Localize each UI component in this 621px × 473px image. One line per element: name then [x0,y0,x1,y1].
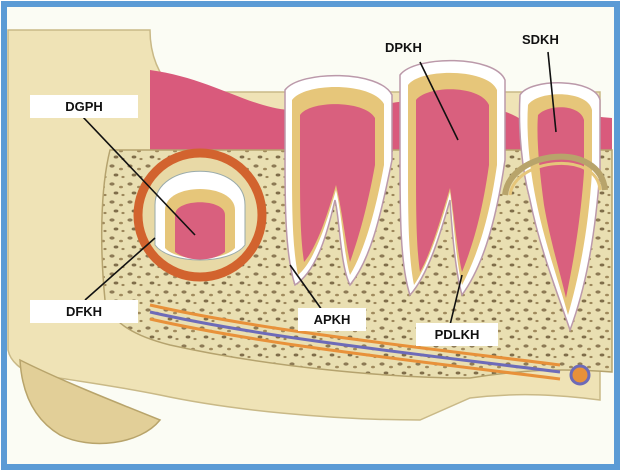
label-dpkh: DPKH [385,41,422,54]
developing-tooth [138,153,262,277]
label-sdkh: SDKH [522,33,559,46]
label-dgph: DGPH [30,95,138,118]
label-apkh: APKH [298,308,366,331]
label-dfkh: DFKH [30,300,138,323]
label-pdlkh: PDLKH [416,323,498,346]
nerve-cross-section [571,366,589,384]
